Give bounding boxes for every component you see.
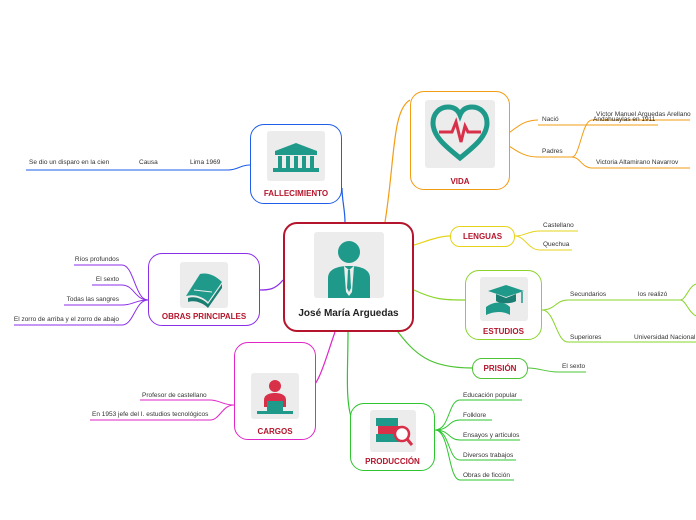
obras-item-1: Ríos profundos xyxy=(74,256,119,263)
central-topic-node[interactable]: José María Arguedas xyxy=(283,222,414,332)
lenguas-item-1: Castellano xyxy=(543,222,574,229)
obras-item-2: El sexto xyxy=(95,276,119,283)
topic-fallecimiento-label: FALLECIMIENTO xyxy=(263,189,329,198)
vida-naci-label: Nació xyxy=(542,116,559,123)
topic-vida[interactable]: VIDA xyxy=(410,91,510,190)
produccion-item-5: Obras de ficción xyxy=(463,472,510,479)
estudios-secundarios-label: Secundarios xyxy=(570,291,607,298)
topic-obras-principales[interactable]: OBRAS PRINCIPALES xyxy=(148,253,260,326)
produccion-item-4: Diversos trabajos xyxy=(463,452,514,459)
fallecimiento-causa-label: Causa xyxy=(139,159,158,166)
cargos-item-2: En 1953 jefe del I. estudios tecnológico… xyxy=(92,411,209,418)
lenguas-item-2: Quechua xyxy=(543,241,570,248)
connector-obras xyxy=(259,279,284,291)
topic-cargos-label: CARGOS xyxy=(257,427,293,436)
connector-lenguas xyxy=(413,235,451,246)
connector-estudios xyxy=(413,289,466,301)
estudios-superiores-label: Superiores xyxy=(570,334,602,341)
topic-produccion[interactable]: PRODUCCIÓN xyxy=(350,403,435,471)
estudios-superiores-value: Universidad Nacional xyxy=(634,334,696,341)
connector-prision xyxy=(394,327,473,369)
building-icon xyxy=(267,131,325,181)
fallecimiento-year: Lima 1969 xyxy=(190,159,221,166)
prision-item-1: El sexto xyxy=(562,363,586,370)
topic-vida-label: VIDA xyxy=(450,177,470,186)
topic-estudios-label: ESTUDIOS xyxy=(483,327,524,336)
estudios-secundarios-value: los realizó xyxy=(638,291,668,298)
open-book-icon xyxy=(180,262,228,308)
obras-item-4: El zorro de arriba y el zorro de abajo xyxy=(13,316,119,323)
vida-padre-2: Victoria Altamirano Navarrov xyxy=(596,159,679,166)
books-magnifier-icon xyxy=(369,410,416,452)
heart-pulse-icon xyxy=(425,100,495,168)
topic-obras-label: OBRAS PRINCIPALES xyxy=(161,312,247,321)
topic-produccion-label: PRODUCCIÓN xyxy=(365,457,420,466)
fallecimiento-causa-value: Se dio un disparo en la cien xyxy=(29,159,110,166)
produccion-item-2: Folklore xyxy=(463,412,487,419)
produccion-item-1: Educación popular xyxy=(463,392,517,399)
topic-fallecimiento[interactable]: FALLECIMIENTO xyxy=(250,124,342,204)
topic-estudios[interactable]: ESTUDIOS xyxy=(465,270,542,340)
connector-vida xyxy=(384,99,411,223)
topic-prision[interactable]: PRISIÓN xyxy=(472,358,528,379)
cargos-item-1: Profesor de castellano xyxy=(142,392,207,399)
connector-fallecimiento xyxy=(341,187,346,223)
central-topic-label: José María Arguedas xyxy=(298,308,399,319)
connector-produccion xyxy=(346,331,353,421)
businessman-icon xyxy=(313,232,384,298)
topic-cargos[interactable]: CARGOS xyxy=(234,342,316,440)
produccion-item-3: Ensayos y artículos xyxy=(463,432,520,439)
vida-padres-label: Padres xyxy=(542,148,563,155)
topic-lenguas[interactable]: LENGUAS xyxy=(450,226,515,247)
office-worker-icon xyxy=(251,373,299,419)
graduation-icon xyxy=(479,277,528,321)
topic-prision-label: PRISIÓN xyxy=(483,364,517,373)
vida-naci-value: Andahuaylas en 1911 xyxy=(593,116,656,123)
obras-item-3: Todas las sangres xyxy=(66,296,119,303)
topic-lenguas-label: LENGUAS xyxy=(462,232,503,241)
vida-padre-1: Víctor Manuel Arguedas Arellano xyxy=(596,111,691,118)
